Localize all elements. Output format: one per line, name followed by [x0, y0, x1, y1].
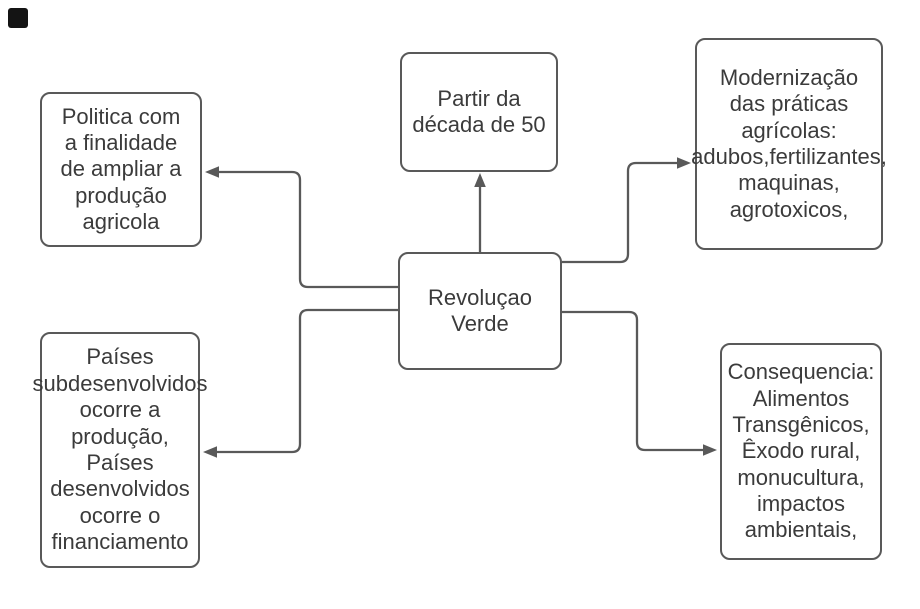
- node-consequencia-label: Consequencia: Alimentos Transgênicos, Êx…: [727, 359, 875, 543]
- connector-center-to-top-right: [562, 161, 677, 264]
- arrowhead-bottom-left-icon: [203, 446, 217, 458]
- node-modernizacao-praticas: Modernização das práticas agrícolas: adu…: [691, 38, 887, 250]
- node-revolucao-verde-label: Revoluçao Verde: [428, 284, 532, 336]
- arrowhead-left-icon: [205, 166, 219, 178]
- connector-center-to-bottom-right: [562, 310, 703, 452]
- arrowhead-top-icon: [474, 173, 486, 187]
- node-partir-da-decada-label: Partir da década de 50: [412, 85, 546, 137]
- corner-black-square: [8, 8, 28, 28]
- node-modernizacao-praticas-label: Modernização das práticas agrícolas: adu…: [691, 64, 887, 222]
- connector-center-to-bottom-left: [217, 308, 398, 454]
- arrowhead-bottom-right-icon: [703, 444, 717, 456]
- node-consequencia: Consequencia: Alimentos Transgênicos, Êx…: [720, 343, 882, 560]
- node-politica-finalidade-label: Politica com a finalidade de ampliar a p…: [60, 103, 182, 235]
- node-politica-finalidade: Politica com a finalidade de ampliar a p…: [40, 92, 202, 247]
- node-revolucao-verde: Revoluçao Verde: [398, 252, 562, 370]
- arrowhead-top-right-icon: [677, 157, 691, 169]
- connector-center-to-left: [219, 170, 398, 289]
- node-paises-subdesenvolvidos-label: Países subdesenvolvidos ocorre a produçã…: [32, 344, 208, 555]
- node-partir-da-decada: Partir da década de 50: [400, 52, 558, 172]
- node-paises-subdesenvolvidos: Países subdesenvolvidos ocorre a produçã…: [33, 332, 207, 568]
